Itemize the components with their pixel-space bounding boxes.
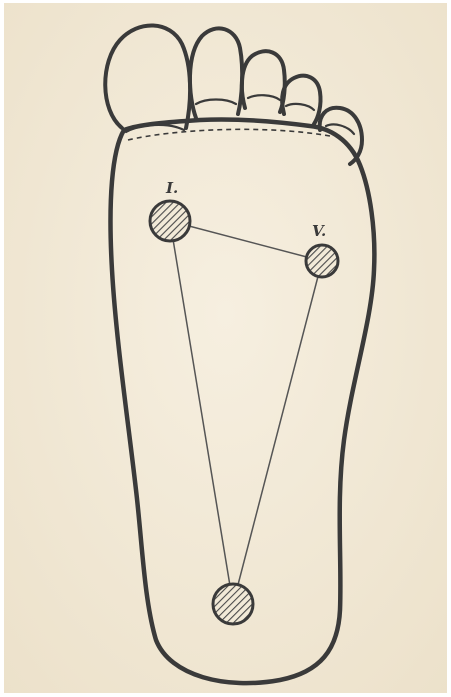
label-first-metatarsal: I. bbox=[165, 179, 178, 197]
heel-point bbox=[213, 584, 253, 624]
first-metatarsal-point bbox=[150, 201, 190, 241]
label-fifth-metatarsal: V. bbox=[312, 222, 326, 240]
fifth-metatarsal-point bbox=[306, 245, 338, 277]
